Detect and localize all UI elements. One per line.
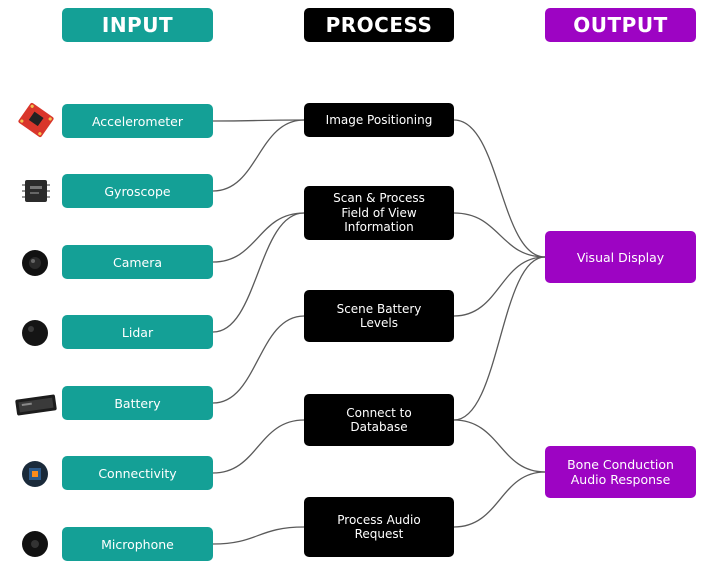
connector-database-to-visual-display: [453, 256, 546, 421]
connector-database-to-bone-conduction: [453, 419, 546, 473]
process-scene-battery-levels: Scene Battery Levels: [304, 290, 454, 342]
output-visual-display: Visual Display: [545, 231, 696, 283]
process-connect-to-database: Connect to Database: [304, 394, 454, 446]
gyroscope-chip-icon: [22, 180, 50, 202]
connectivity-module-icon: [22, 461, 48, 487]
output-bone-conduction-audio: Bone Conduction Audio Response: [545, 446, 696, 498]
connector-accelerometer-to-image-positioning: [212, 119, 305, 122]
input-microphone: Microphone: [62, 527, 213, 561]
input-gyroscope: Gyroscope: [62, 174, 213, 208]
connector-lidar-to-scan-process: [212, 212, 305, 333]
input-battery: Battery: [62, 386, 213, 420]
input-connectivity: Connectivity: [62, 456, 213, 490]
input-header: INPUT: [62, 8, 213, 42]
process-scan-field-of-view: Scan & Process Field of View Information: [304, 186, 454, 240]
connector-microphone-to-audio-request: [212, 526, 305, 545]
connector-image-positioning-to-visual-display: [453, 119, 546, 258]
connector-gyroscope-to-image-positioning: [212, 119, 305, 192]
connector-audio-request-to-bone-conduction: [453, 471, 546, 528]
input-lidar: Lidar: [62, 315, 213, 349]
lidar-sensor-icon: [22, 320, 48, 346]
process-image-positioning: Image Positioning: [304, 103, 454, 137]
microphone-icon: [22, 531, 48, 557]
connector-camera-to-scan-process: [212, 212, 305, 263]
battery-icon: [15, 394, 57, 416]
input-accelerometer: Accelerometer: [62, 104, 213, 138]
process-audio-request: Process Audio Request: [304, 497, 454, 557]
connector-scan-process-to-visual-display: [453, 212, 546, 258]
process-header: PROCESS: [304, 8, 454, 42]
output-header: OUTPUT: [545, 8, 696, 42]
accelerometer-chip-icon: [18, 102, 54, 138]
connector-connectivity-to-database: [212, 419, 305, 474]
connector-battery-to-scene-battery: [212, 315, 305, 404]
connector-scene-battery-to-visual-display: [453, 256, 546, 317]
camera-icon: [22, 250, 48, 276]
input-camera: Camera: [62, 245, 213, 279]
